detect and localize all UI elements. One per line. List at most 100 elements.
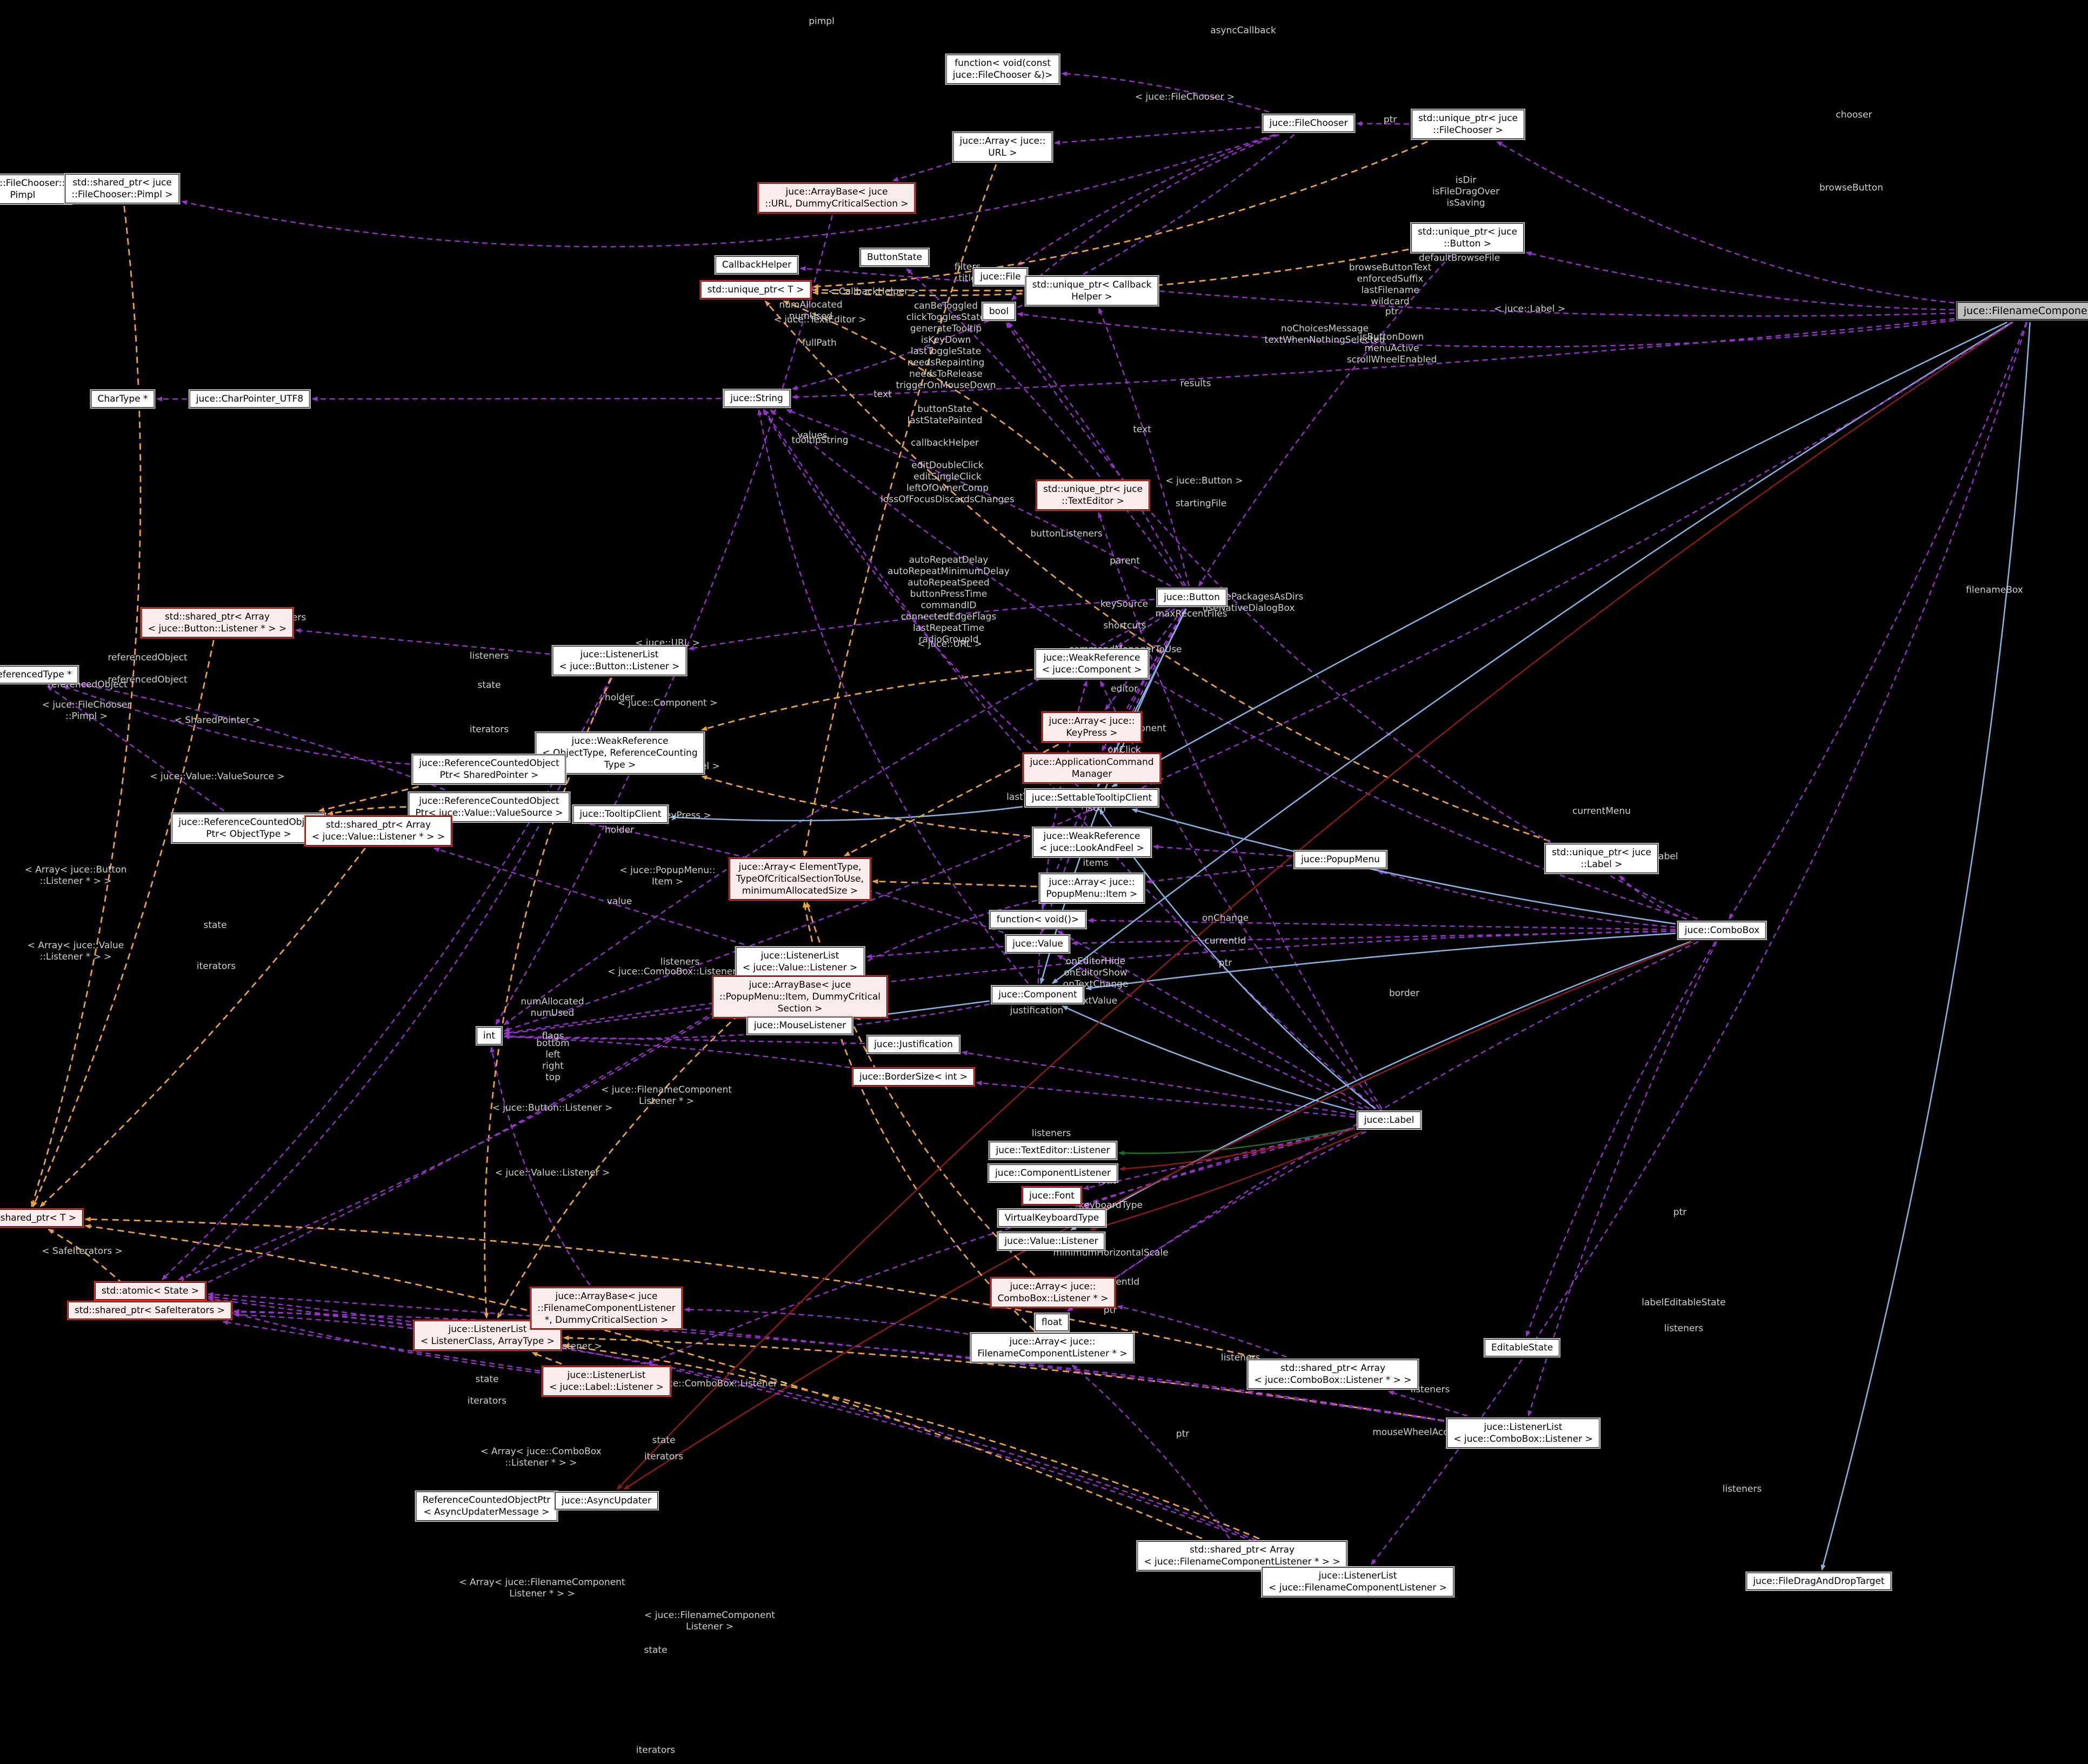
edge-label: onEditorHide onEditorShow onTextChange [1063,956,1129,990]
node-arrayFilenameComponentListener[interactable]: juce::Array< juce:: FilenameComponentLis… [970,1332,1135,1363]
node-sharedPtrArrayButtonListener[interactable]: std::shared_ptr< Array < juce::Button::L… [140,607,295,638]
node-mouseListener[interactable]: juce::MouseListener [746,1016,854,1035]
node-arrayBaseFilenameComponentListener[interactable]: juce::ArrayBase< juce ::FilenameComponen… [530,1287,683,1330]
node-sharedPtrSafeIterators[interactable]: std::shared_ptr< SafeIterators > [66,1301,233,1320]
edge-button-uniquePtrCallbackHelper [1098,307,1190,587]
edge-listenerListComboBoxListener-listenerListListenerClass [563,1335,1445,1422]
node-listenerListListenerClass[interactable]: juce::ListenerList < ListenerClass, Arra… [412,1320,563,1351]
node-file[interactable]: juce::File [972,267,1029,287]
node-arrayKeyPress[interactable]: juce::Array< juce:: KeyPress > [1041,711,1143,743]
edge-label: < SharedPointer > [174,715,261,726]
node-textEditorListener[interactable]: juce::TextEditor::Listener [988,1141,1118,1160]
node-componentListener[interactable]: juce::ComponentListener [988,1163,1118,1183]
edge-label: < juce::PopupMenu:: Item > [619,865,716,887]
node-atomicState[interactable]: std::atomic< State > [94,1281,207,1301]
node-listenerListLabelListener[interactable]: juce::ListenerList < juce::Label::Listen… [542,1366,671,1397]
node-sharedPtrT[interactable]: std::shared_ptr< T > [0,1208,84,1228]
node-button[interactable]: juce::Button [1156,588,1228,607]
node-appCommandManager[interactable]: juce::ApplicationCommand Manager [1022,753,1162,784]
node-arrayBasePopupMenuItem[interactable]: juce::ArrayBase< juce ::PopupMenu::Item,… [712,975,888,1019]
edge-arrayBasePopupMenuItem-int [503,1007,711,1036]
node-justification[interactable]: juce::Justification [866,1035,960,1054]
edge-label: value [606,896,632,907]
edge-weakRefComponent-weakRefObjectType [701,669,1033,731]
edge-comboBox-valueListener [1070,941,1691,1231]
edge-label: < SafeIterators > [42,1246,123,1257]
node-refCountedPtrAsyncUpdaterMessage[interactable]: ReferenceCountedObjectPtr < AsyncUpdater… [415,1490,558,1522]
edge-arrayBaseURL-int [495,215,833,1026]
node-weakRefComponent[interactable]: juce::WeakReference < juce::Component > [1034,648,1150,680]
node-listenerListValueListener[interactable]: juce::ListenerList < juce::Value::Listen… [735,946,865,977]
node-uniquePtrCallbackHelper[interactable]: std::unique_ptr< Callback Helper > [1024,275,1159,307]
node-charPointerUTF8[interactable]: juce::CharPointer_UTF8 [188,389,311,409]
node-tooltipClient[interactable]: juce::TooltipClient [572,804,669,824]
node-listenerListComboBoxListener[interactable]: juce::ListenerList < juce::ComboBox::Lis… [1446,1417,1600,1449]
node-listenerListFilenameCompListener[interactable]: juce::ListenerList < juce::FilenameCompo… [1261,1566,1455,1597]
node-refCountedPtrObjectType[interactable]: juce::ReferenceCountedObject Ptr< Object… [171,813,326,844]
edge-label: referencedObject [108,674,188,685]
node-filenameComponent[interactable]: juce::FilenameComponent [1956,301,2088,321]
node-arrayURL[interactable]: juce::Array< juce:: URL > [952,131,1053,163]
node-settableTooltipClient[interactable]: juce::SettableTooltipClient [1024,788,1160,808]
node-uniquePtrT[interactable]: std::unique_ptr< T > [699,280,812,299]
node-arrayPopupMenuItem[interactable]: juce::Array< juce:: PopupMenu::Item > [1038,873,1145,904]
node-uniquePtrButton[interactable]: std::unique_ptr< juce ::Button > [1410,222,1525,254]
edge-label: < juce::FileChooser ::Pimpl > [42,700,131,722]
edge-label: listeners [1664,1323,1704,1334]
node-fileChooserPimpl[interactable]: juce::FileChooser:: Pimpl [0,174,73,205]
node-callbackHelper[interactable]: CallbackHelper [714,255,799,275]
node-string[interactable]: juce::String [723,389,791,408]
node-component[interactable]: juce::Component [991,985,1085,1004]
edge-sharedPtrArrayButtonListener-sharedPtrT [32,640,215,1208]
node-fileDragAndDropTarget[interactable]: juce::FileDragAndDropTarget [1745,1572,1892,1591]
node-editableState[interactable]: EditableState [1483,1338,1561,1357]
node-value[interactable]: juce::Value [1005,934,1071,954]
edge-label: filenameBox [1966,584,2023,596]
node-functionVoidConstFileChooser[interactable]: function< void(const juce::FileChooser &… [945,54,1060,85]
edge-label: holder [604,692,635,703]
node-borderSize[interactable]: juce::BorderSize< int > [851,1067,976,1087]
edge-label: state [652,1435,676,1446]
node-font[interactable]: juce::Font [1022,1186,1082,1206]
node-bool[interactable]: bool [981,302,1017,321]
node-sharedPtrFileChooserPimpl[interactable]: std::shared_ptr< juce ::FileChooser::Pim… [64,173,181,204]
edge-label: buttonListeners [1030,528,1103,540]
edge-comboBox-value [1071,930,1676,946]
node-asyncUpdater[interactable]: juce::AsyncUpdater [554,1491,659,1510]
edge-label: results [1180,378,1211,389]
node-functionVoid[interactable]: function< void()> [989,910,1087,929]
edge-refCountedPtrValueSource-refCountedPtrObjectType [327,806,406,816]
node-sharedPtrArrayValueListener[interactable]: std::shared_ptr< Array < juce::Value::Li… [304,815,453,847]
node-refCountedPtrSharedPointer[interactable]: juce::ReferenceCountedObject Ptr< Shared… [411,754,567,785]
node-int[interactable]: int [475,1026,503,1046]
node-listenerListButtonListener[interactable]: juce::ListenerList < juce::Button::Liste… [551,645,688,676]
node-comboBox[interactable]: juce::ComboBox [1677,921,1767,940]
edge-listenerListFilenameCompListener-sharedPtrSafeIterators [233,1312,1317,1566]
edge-label: < juce::TextEditor > [773,314,866,325]
node-fileChooser[interactable]: juce::FileChooser [1262,114,1356,133]
node-weakRefLookAndFeel[interactable]: juce::WeakReference < juce::LookAndFeel … [1032,827,1152,858]
node-valueListener[interactable]: juce::Value::Listener [997,1232,1106,1251]
node-virtualKeyboardType[interactable]: VirtualKeyboardType [997,1208,1107,1228]
edge-uniquePtrButton-button [1198,255,1452,587]
node-buttonState[interactable]: ButtonState [859,248,930,267]
node-float[interactable]: float [1033,1313,1070,1332]
node-arrayBaseURL[interactable]: juce::ArrayBase< juce ::URL, DummyCritic… [757,182,916,214]
edge-uniquePtrTextEditor-uniquePtrT [783,300,1073,479]
node-charType[interactable]: CharType * [90,389,156,409]
edge-label: iterators [467,1395,507,1407]
node-uniquePtrTextEditor[interactable]: std::unique_ptr< juce ::TextEditor > [1036,480,1150,511]
node-sharedPtrArrayComboBoxListener[interactable]: std::shared_ptr< Array < juce::ComboBox:… [1246,1359,1419,1390]
edge-label: bottom left right top [536,1038,570,1083]
edge-label: < Array< juce::Value ::Listener * > > [27,940,124,962]
edge-label-textEditorListener [1118,1127,1355,1156]
node-referencedType[interactable]: ReferencedType * [0,665,79,684]
node-arrayComboBoxListener[interactable]: juce::Array< juce:: ComboBox::Listener *… [990,1277,1116,1308]
edge-fileChooser-bool [1011,134,1280,301]
node-uniquePtrLabel[interactable]: std::unique_ptr< juce ::Label > [1544,843,1659,874]
node-uniquePtrFileChooser[interactable]: std::unique_ptr< juce ::FileChooser > [1411,109,1525,140]
edge-label: currentId [1204,935,1246,947]
node-arrayElementType[interactable]: juce::Array< ElementType, TypeOfCritical… [728,857,872,901]
node-popupMenu[interactable]: juce::PopupMenu [1293,850,1387,869]
node-label[interactable]: juce::Label [1356,1110,1422,1130]
